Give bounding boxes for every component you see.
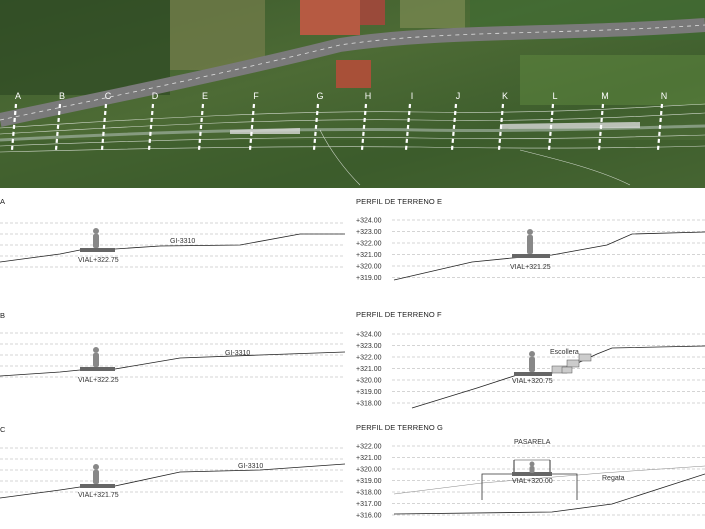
elevation-label: +322.00 xyxy=(356,444,382,451)
elevation-label: +319.00 xyxy=(356,478,382,485)
elevation-label: +317.00 xyxy=(356,501,382,508)
elevation-label: +321.00 xyxy=(356,366,382,373)
elevation-label: +324.00 xyxy=(356,218,382,225)
section-label-f: F xyxy=(253,91,259,101)
profile-e-title: PERFIL DE TERRENO E xyxy=(356,197,443,206)
elevation-label: +322.00 xyxy=(356,241,382,248)
section-label-e: E xyxy=(202,91,208,101)
profile-g-stream: Regata xyxy=(602,475,625,482)
section-label-k: K xyxy=(502,91,508,101)
profile-c-title: C xyxy=(0,425,6,434)
elevation-label: +321.00 xyxy=(356,455,382,462)
section-line-b xyxy=(54,103,62,151)
aerial-map: A B C D E F G H I J K L M N xyxy=(0,0,705,188)
elevation-label: +320.00 xyxy=(356,467,382,474)
profile-a-title: A xyxy=(0,197,6,206)
section-label-j: J xyxy=(456,91,461,101)
profile-b-vial: VIAL+322.25 xyxy=(78,377,119,384)
section-line-c xyxy=(100,103,108,151)
profile-e-vial: VIAL+321.25 xyxy=(510,264,551,271)
profile-g-note: PASARELA xyxy=(514,439,551,446)
profile-a-road: GI-3310 xyxy=(170,238,195,245)
profile-c-road: GI-3310 xyxy=(238,463,263,470)
elevation-label: +318.00 xyxy=(356,490,382,497)
elevation-label: +319.00 xyxy=(356,275,382,282)
profile-b: VIAL+322.25 GI-3310 xyxy=(0,332,345,384)
section-line-i xyxy=(404,103,412,151)
elevation-label: +319.00 xyxy=(356,389,382,396)
section-label-m: M xyxy=(601,91,609,101)
profile-c-vial: VIAL+321.75 xyxy=(78,492,119,499)
profile-b-title: B xyxy=(0,311,6,320)
elevation-label: +323.00 xyxy=(356,229,382,236)
elevation-label: +316.00 xyxy=(356,513,382,520)
section-line-h xyxy=(360,103,368,151)
profile-f-vial: VIAL+320.75 xyxy=(512,378,553,385)
profile-g-title: PERFIL DE TERRENO G xyxy=(356,423,443,432)
elevation-label: +320.00 xyxy=(356,378,382,385)
elevation-label: +320.00 xyxy=(356,264,382,271)
section-label-h: H xyxy=(365,91,372,101)
elevation-label: +318.00 xyxy=(356,401,382,408)
section-label-d: D xyxy=(152,91,159,101)
profile-f-note: Escollera xyxy=(550,349,579,356)
section-line-e xyxy=(197,103,205,151)
section-label-g: G xyxy=(316,91,323,101)
profile-g: +322.00 +321.00 +320.00 +319.00 +318.00 +317.… xyxy=(356,439,705,520)
section-line-f xyxy=(248,103,256,151)
section-line-g xyxy=(312,103,320,151)
section-label-n: N xyxy=(661,91,668,101)
elevation-label: +321.00 xyxy=(356,252,382,259)
section-line-a xyxy=(10,103,18,151)
section-label-i: I xyxy=(411,91,414,101)
section-line-l xyxy=(547,103,555,151)
section-label-c: C xyxy=(105,91,112,101)
profile-b-road: GI-3310 xyxy=(225,350,250,357)
section-label-b: B xyxy=(59,91,65,101)
profile-a: VIAL+322.75 GI-3310 xyxy=(0,222,345,268)
profile-a-vial: VIAL+322.75 xyxy=(78,257,119,264)
section-line-k xyxy=(497,103,505,151)
profile-f-title: PERFIL DE TERRENO F xyxy=(356,310,442,319)
section-line-j xyxy=(450,103,458,151)
profile-c: VIAL+321.75 GI-3310 xyxy=(0,447,345,499)
section-line-d xyxy=(147,103,155,151)
profile-g-vial: VIAL+320.00 xyxy=(512,478,553,485)
section-line-m xyxy=(597,103,605,151)
profile-e: +324.00 +323.00 +322.00 +321.00 +320.00 +319.… xyxy=(356,218,705,282)
section-line-n xyxy=(656,103,664,151)
profile-f: +324.00 +323.00 +322.00 +321.00 +320.00 +319.… xyxy=(356,332,705,409)
elevation-label: +322.00 xyxy=(356,355,382,362)
elevation-label: +323.00 xyxy=(356,343,382,350)
elevation-label: +324.00 xyxy=(356,332,382,339)
section-label-l: L xyxy=(552,91,557,101)
section-label-a: A xyxy=(15,91,21,101)
